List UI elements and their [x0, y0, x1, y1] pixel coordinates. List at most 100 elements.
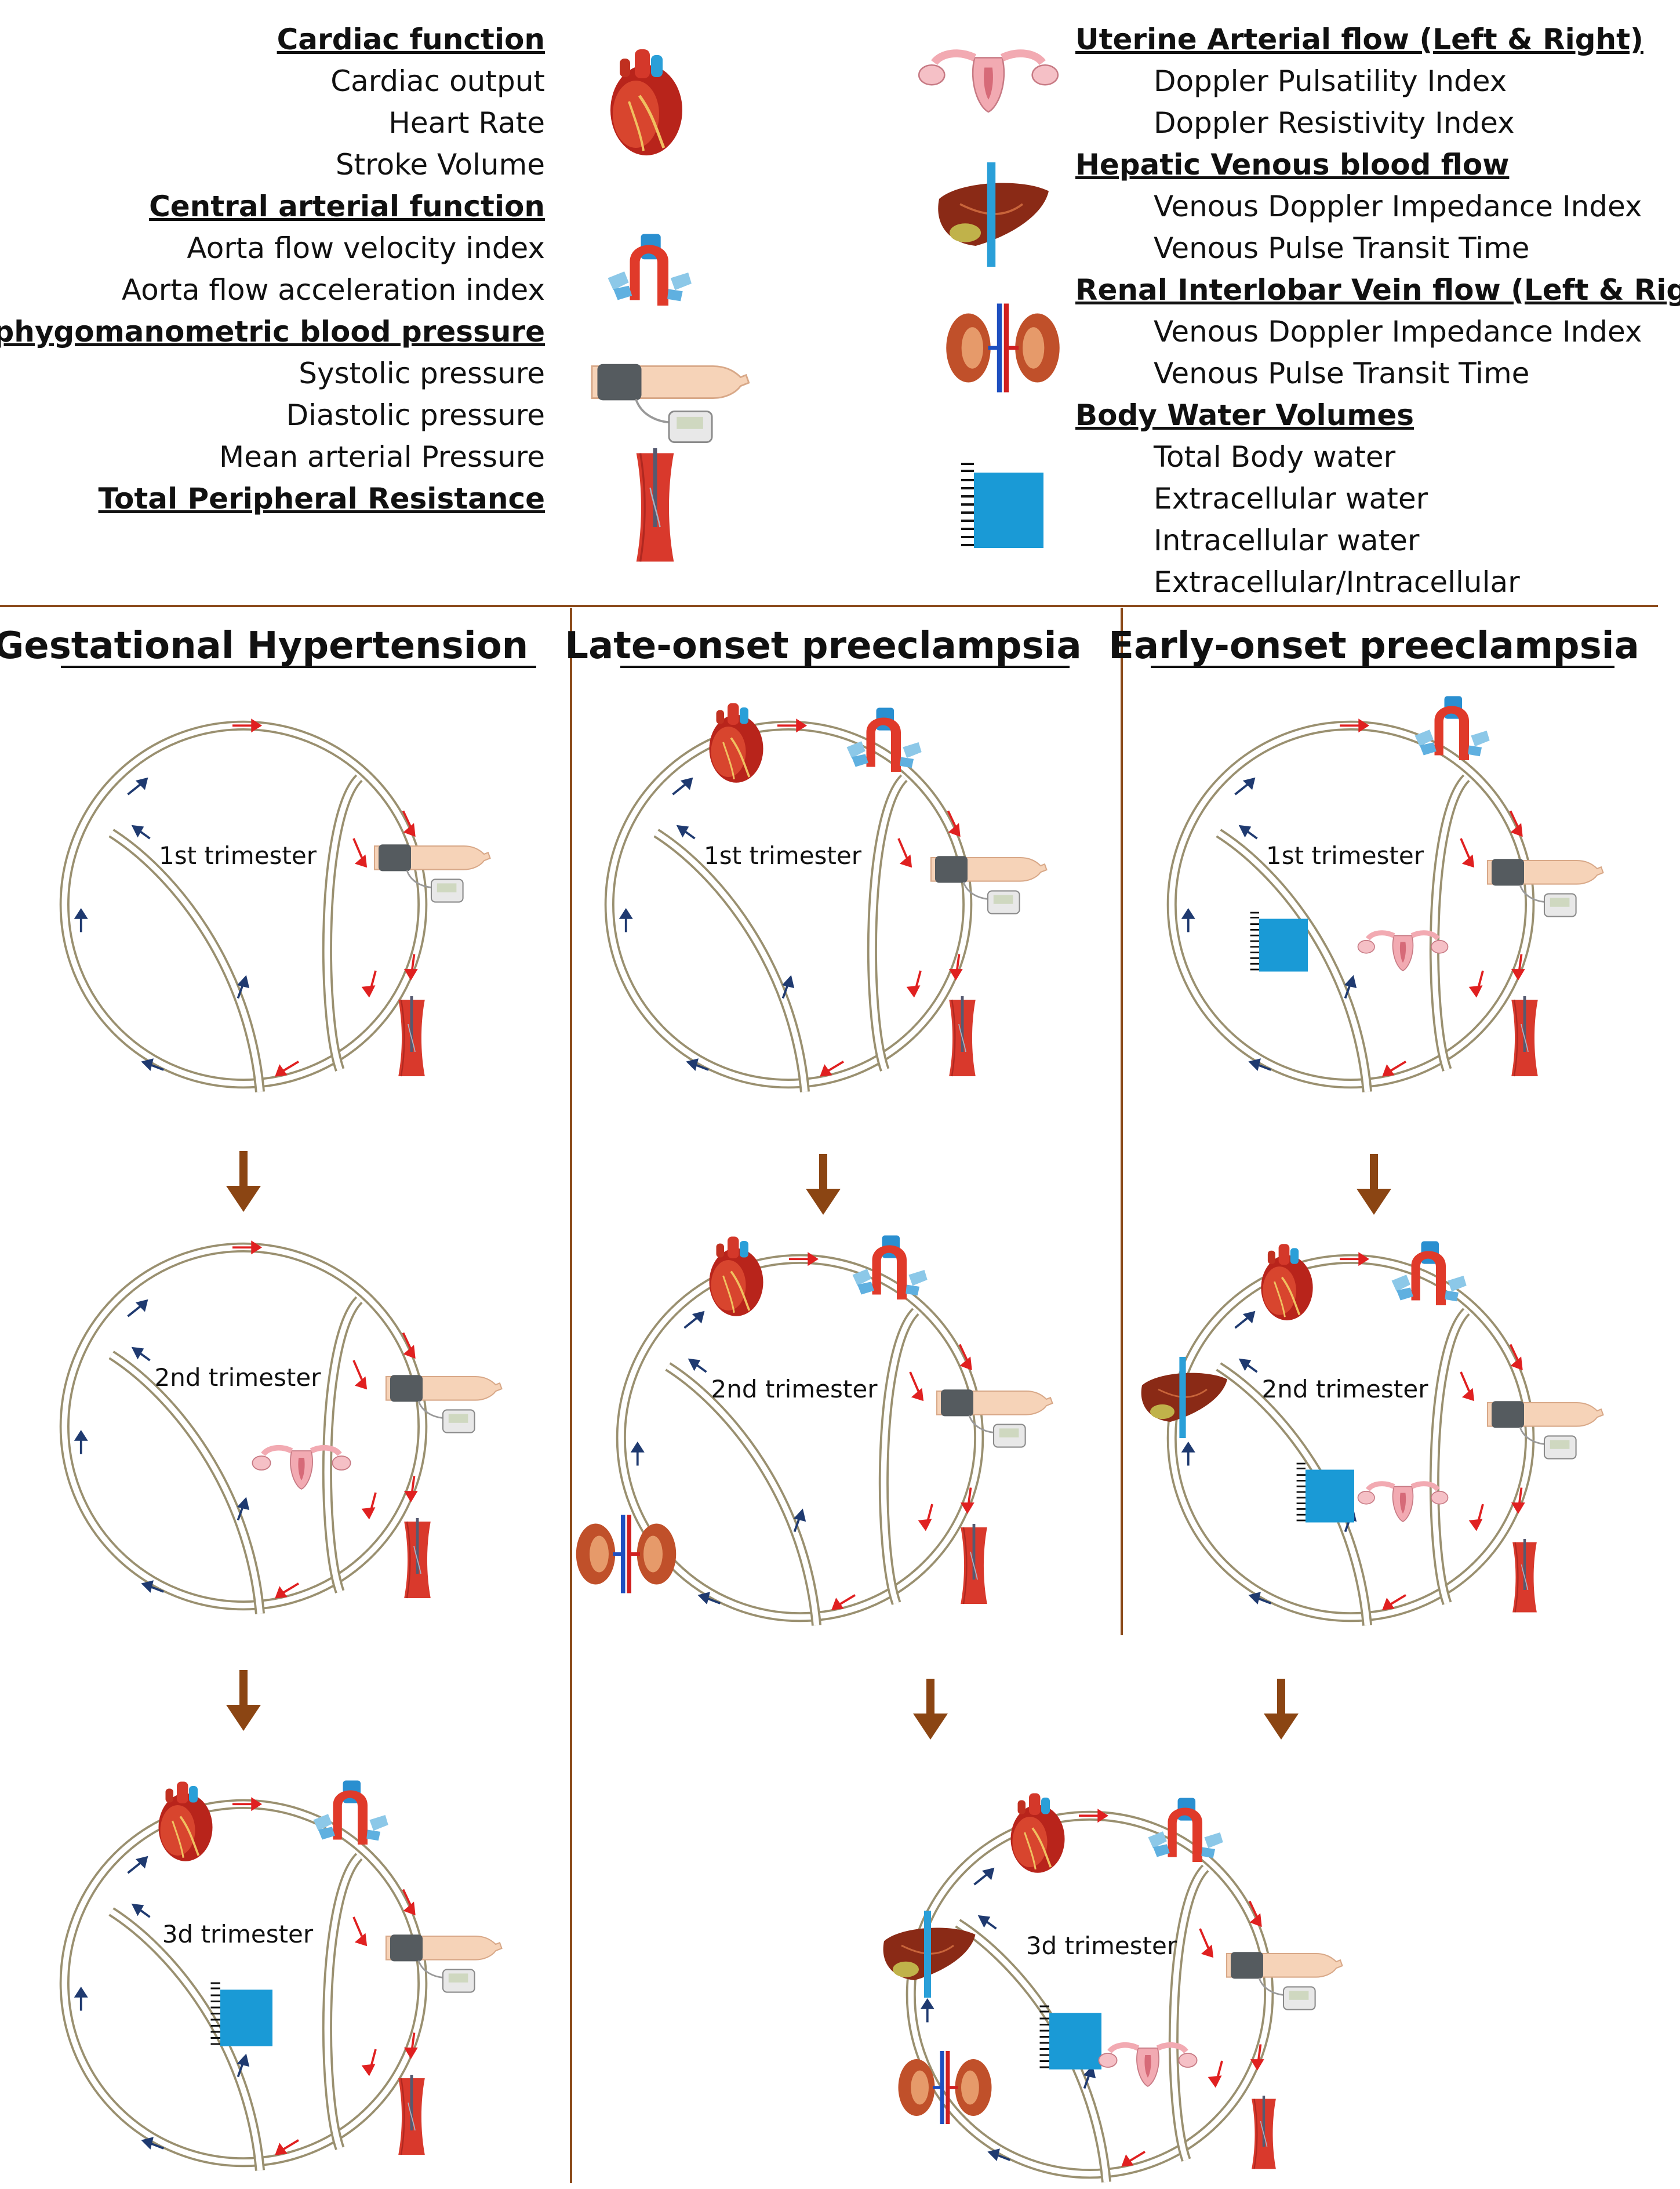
column-title: Early-onset preeclampsia [1108, 625, 1639, 667]
circulation-loop [911, 1811, 1269, 2182]
vessel-icon [1510, 995, 1539, 1077]
legend-heading: Cardiac function [277, 23, 545, 56]
column-title: Late-onset preeclampsia [565, 625, 1081, 667]
legend-item: Doppler Resistivity Index [1154, 106, 1515, 140]
column-1: Late-onset preeclampsia 1st trimester 2nd … [565, 625, 1082, 1740]
legend-item: Intracellular water [1154, 524, 1420, 557]
circulation-loop [64, 1799, 423, 2170]
legend-item: Venous Doppler Impedance Index [1154, 190, 1642, 223]
vessel-icon [948, 995, 977, 1077]
legend-heading: Renal Interlobar Vein flow (Left & Right… [1075, 273, 1680, 307]
trimester-label: 3d trimester [162, 1920, 314, 1948]
water-icon [1296, 1462, 1355, 1523]
legend-item: Venous Doppler Impedance Index [1154, 315, 1642, 349]
merged-third-trimester: 3d trimester [882, 1792, 1343, 2183]
bp-icon [930, 855, 1048, 914]
trimester-label: 1st trimester [1266, 841, 1424, 870]
down-arrow [1357, 1154, 1391, 1215]
bp-icon [385, 1374, 503, 1434]
vessel-icon [403, 1517, 431, 1599]
trimester-label: 1st trimester [159, 841, 317, 870]
trimester-loop: 3d trimester [64, 1780, 503, 2171]
bp-icon [1486, 1400, 1604, 1460]
trimester-loop: 2nd trimester [64, 1243, 503, 1614]
trimester-label: 2nd trimester [1262, 1375, 1429, 1403]
heart-icon [157, 1780, 214, 1863]
legend-item: Heart Rate [388, 106, 545, 140]
legend-heading: Central arterial function [149, 190, 545, 223]
vessel-icon [398, 995, 426, 1077]
down-arrow [1264, 1679, 1299, 1740]
column-title: Gestational Hypertension [0, 625, 528, 667]
legend-item: Cardiac output [330, 64, 545, 98]
bp-icon [1486, 858, 1604, 917]
legend-item: Extracellular water [1154, 482, 1428, 516]
vessel-icon [1512, 1538, 1537, 1613]
down-arrow [806, 1154, 841, 1215]
trimester-label: 3d trimester [1026, 1932, 1177, 1960]
liver-icon [937, 161, 1050, 268]
legend-item: Stroke Volume [336, 148, 545, 181]
legend-item: Doppler Pulsatility Index [1154, 64, 1507, 98]
body-water-gauge-icon [960, 463, 1045, 549]
bp-icon [385, 1933, 503, 1994]
bp-icon [1226, 1951, 1343, 2011]
blood-vessel-icon [635, 447, 675, 563]
legend-heading: Uterine Arterial flow (Left & Right) [1075, 23, 1643, 56]
trimester-label: 2nd trimester [155, 1363, 322, 1392]
legend-item: Total Body water [1153, 440, 1396, 474]
aorta-icon [1414, 696, 1490, 760]
legend-item: Mean arterial Pressure [219, 440, 545, 474]
legend-item: Aorta flow acceleration index [122, 273, 545, 307]
heart-icon [1009, 1792, 1066, 1874]
legend-heading: Total Peripheral Resistance [99, 482, 545, 516]
legend-item: Venous Pulse Transit Time [1154, 231, 1529, 265]
legend-item: Venous Pulse Transit Time [1154, 357, 1529, 390]
trimester-loop: 2nd trimester [1140, 1241, 1604, 1626]
circulation-loop [1172, 721, 1530, 1092]
legend-item: Systolic pressure [299, 357, 545, 390]
circulation-loop [64, 1243, 423, 1614]
heart-icon [1260, 1243, 1314, 1322]
circulation-loop [1172, 1254, 1530, 1625]
trimester-label: 1st trimester [704, 841, 862, 870]
vessel-icon [398, 2074, 426, 2156]
down-arrow [913, 1679, 948, 1740]
uterus-icon [1099, 2045, 1197, 2086]
legend-item: Diastolic pressure [286, 398, 545, 432]
heart-icon [610, 49, 682, 155]
trimester-loop: 2nd trimester [576, 1235, 1053, 1626]
liver-icon [1140, 1356, 1228, 1439]
column-0: Gestational Hypertension 1st trimester 2nd… [0, 625, 536, 2170]
blood-pressure-cuff-icon [591, 362, 750, 444]
bp-icon [936, 1388, 1053, 1449]
kidney-icon [899, 2051, 992, 2124]
circulation-loop [64, 721, 423, 1092]
legend-heading: Hepatic Venous blood flow [1075, 148, 1509, 181]
legend-item: Aorta flow velocity index [187, 231, 545, 265]
columns: Gestational Hypertension 1st trimester 2nd… [0, 625, 1639, 2182]
down-arrow [226, 1151, 261, 1212]
legend-heading: Sphygomanometric blood pressure [0, 315, 545, 349]
uterus-icon [252, 1448, 350, 1489]
bp-icon [373, 843, 491, 903]
legend-item: Extracellular/Intracellular [1154, 565, 1520, 599]
column-2: Early-onset preeclampsia 1st trimester 2nd… [1108, 625, 1639, 1740]
heart-icon [708, 702, 765, 784]
legend-heading: Body Water Volumes [1075, 398, 1414, 432]
trimester-label: 2nd trimester [711, 1375, 878, 1403]
trimester-loop: 1st trimester [609, 702, 1048, 1092]
water-icon [1249, 912, 1309, 972]
vessel-icon [1251, 2094, 1277, 2170]
trimester-loop: 1st trimester [64, 721, 491, 1092]
aorta-icon [608, 234, 692, 306]
vessel-icon [959, 1523, 988, 1605]
kidney-icon [576, 1515, 677, 1593]
trimester-loop: 1st trimester [1172, 696, 1604, 1092]
circulation-loop [609, 721, 968, 1092]
down-arrow [226, 1670, 261, 1731]
kidney-icon [946, 304, 1060, 393]
uterus-icon [919, 53, 1058, 112]
